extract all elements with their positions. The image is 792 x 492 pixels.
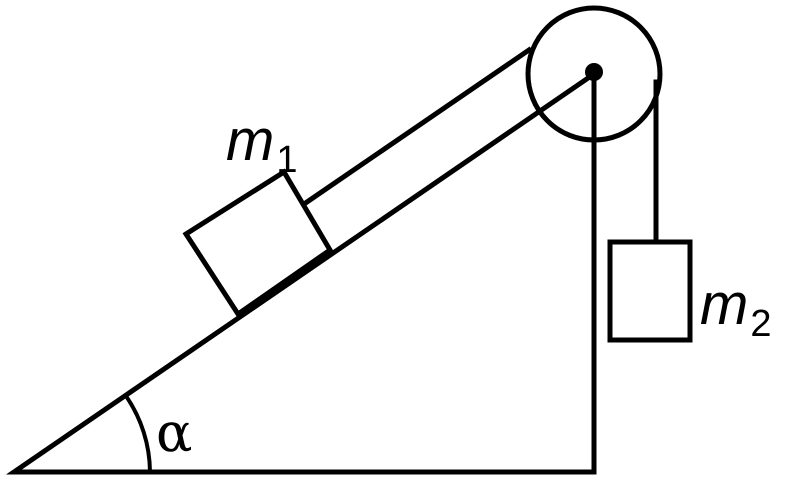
pulley-axle xyxy=(585,63,603,81)
block-m1 xyxy=(182,168,334,318)
mass-label-m1-subscript: 1 xyxy=(276,139,298,181)
mass-label-m1: m1 xyxy=(226,112,298,181)
mass-label-m2: m2 xyxy=(700,276,772,345)
mass-label-m2-subscript: 2 xyxy=(750,303,772,345)
inclined-plane xyxy=(5,69,597,475)
mass-label-m2-base: m xyxy=(700,272,749,337)
string-to-m1 xyxy=(303,46,533,206)
mass-label-m1-base: m xyxy=(226,108,275,173)
pulley-wheel xyxy=(525,5,663,143)
angle-arc xyxy=(124,394,152,473)
angle-label: α xyxy=(156,401,193,464)
block-m2 xyxy=(607,239,693,343)
